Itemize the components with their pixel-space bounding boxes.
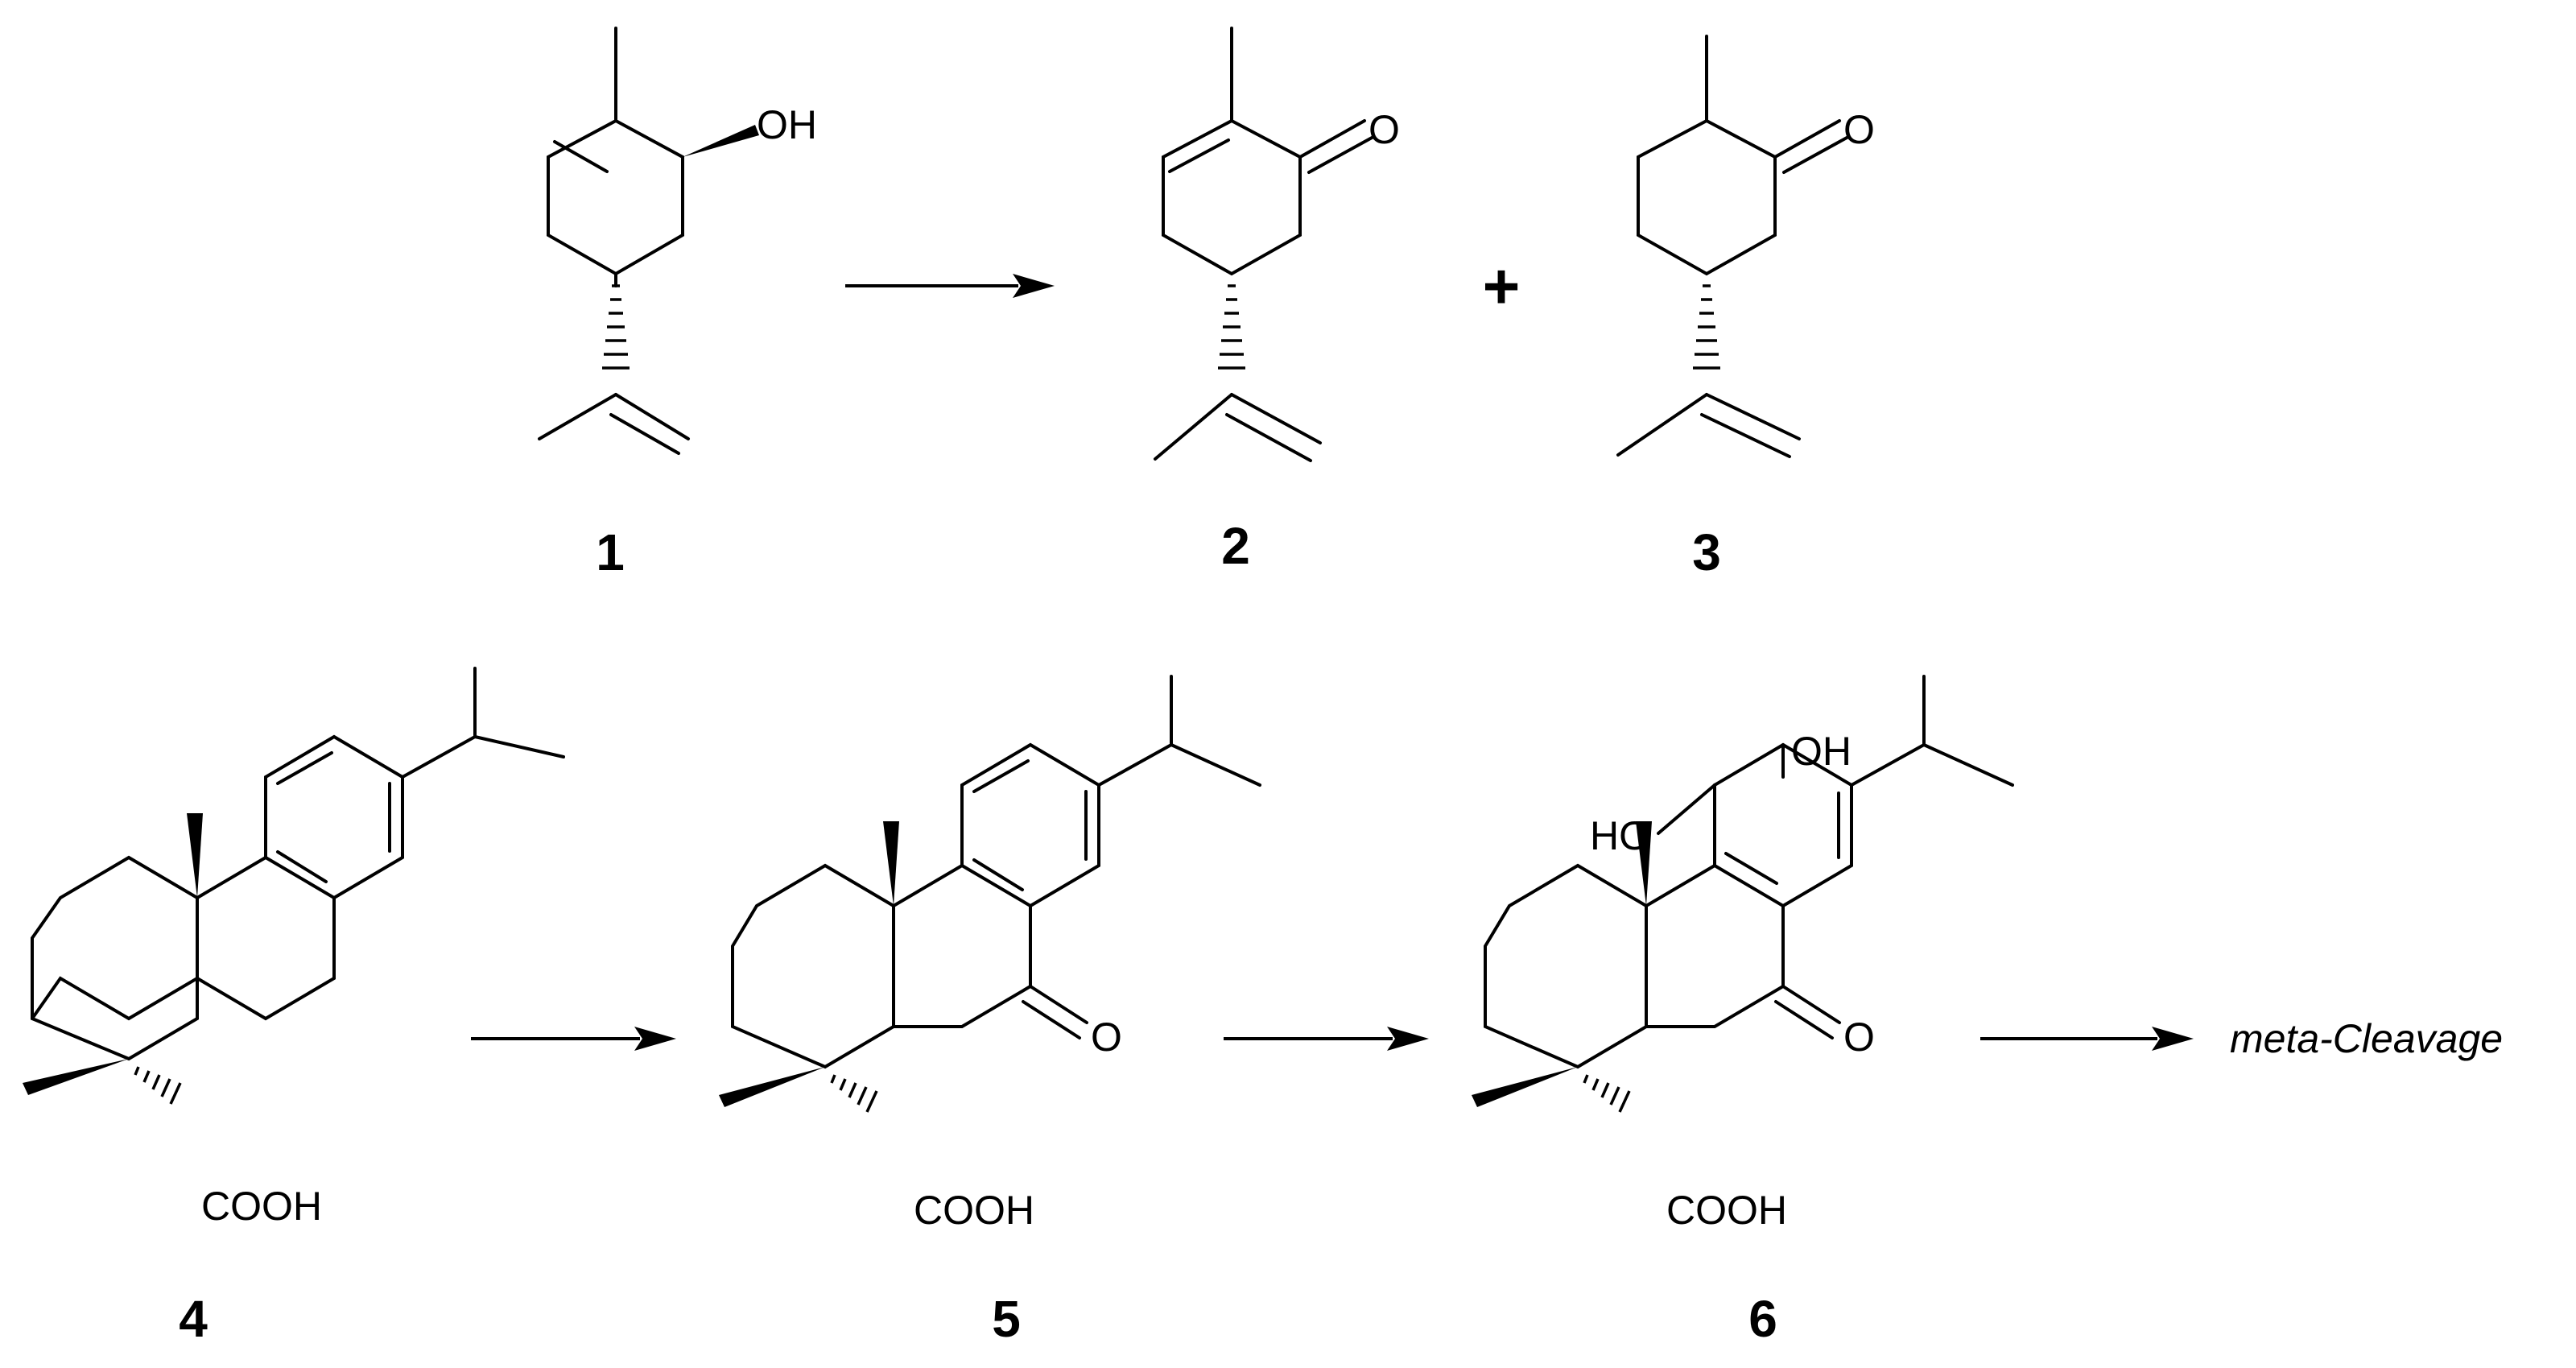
- compound-1-label: 1: [596, 523, 625, 581]
- compound-2-structure: [1154, 27, 1375, 462]
- compound-1-hydroxyl-label: OH: [757, 102, 817, 147]
- compound-6-carboxyl-label: COOH: [1666, 1188, 1787, 1233]
- reaction-arrow-1: [845, 274, 1055, 298]
- compound-2-oxygen-label: O: [1368, 107, 1400, 152]
- compound-6-hydroxyl-left-label: HO: [1590, 813, 1650, 858]
- compound-4-structure: [23, 667, 565, 1105]
- compound-5-ketone-oxygen-label: O: [1091, 1015, 1122, 1060]
- compound-6-structure: [1472, 675, 2014, 1113]
- compound-3-structure: [1616, 35, 1850, 458]
- compound-4-label: 4: [179, 1290, 208, 1348]
- compound-2-label: 2: [1221, 517, 1250, 575]
- compound-5-carboxyl-label: COOH: [914, 1188, 1034, 1233]
- compound-3-oxygen-label: O: [1843, 107, 1875, 152]
- compound-1-structure: [538, 27, 759, 455]
- reaction-arrow-4: [1980, 1027, 2194, 1051]
- plus-sign: +: [1483, 250, 1521, 322]
- compound-6-hydroxyl-top-label: OH: [1791, 729, 1852, 774]
- reaction-arrow-2: [471, 1027, 676, 1051]
- reaction-arrow-3: [1224, 1027, 1429, 1051]
- final-product-label: meta-Cleavage: [2230, 1016, 2503, 1061]
- compound-4-carboxyl-label: COOH: [201, 1184, 322, 1229]
- compound-5-label: 5: [992, 1290, 1021, 1348]
- compound-5-structure: [719, 675, 1261, 1113]
- compound-6-ketone-oxygen-label: O: [1843, 1015, 1875, 1060]
- compound-3-label: 3: [1692, 523, 1721, 581]
- compound-6-label: 6: [1748, 1290, 1777, 1348]
